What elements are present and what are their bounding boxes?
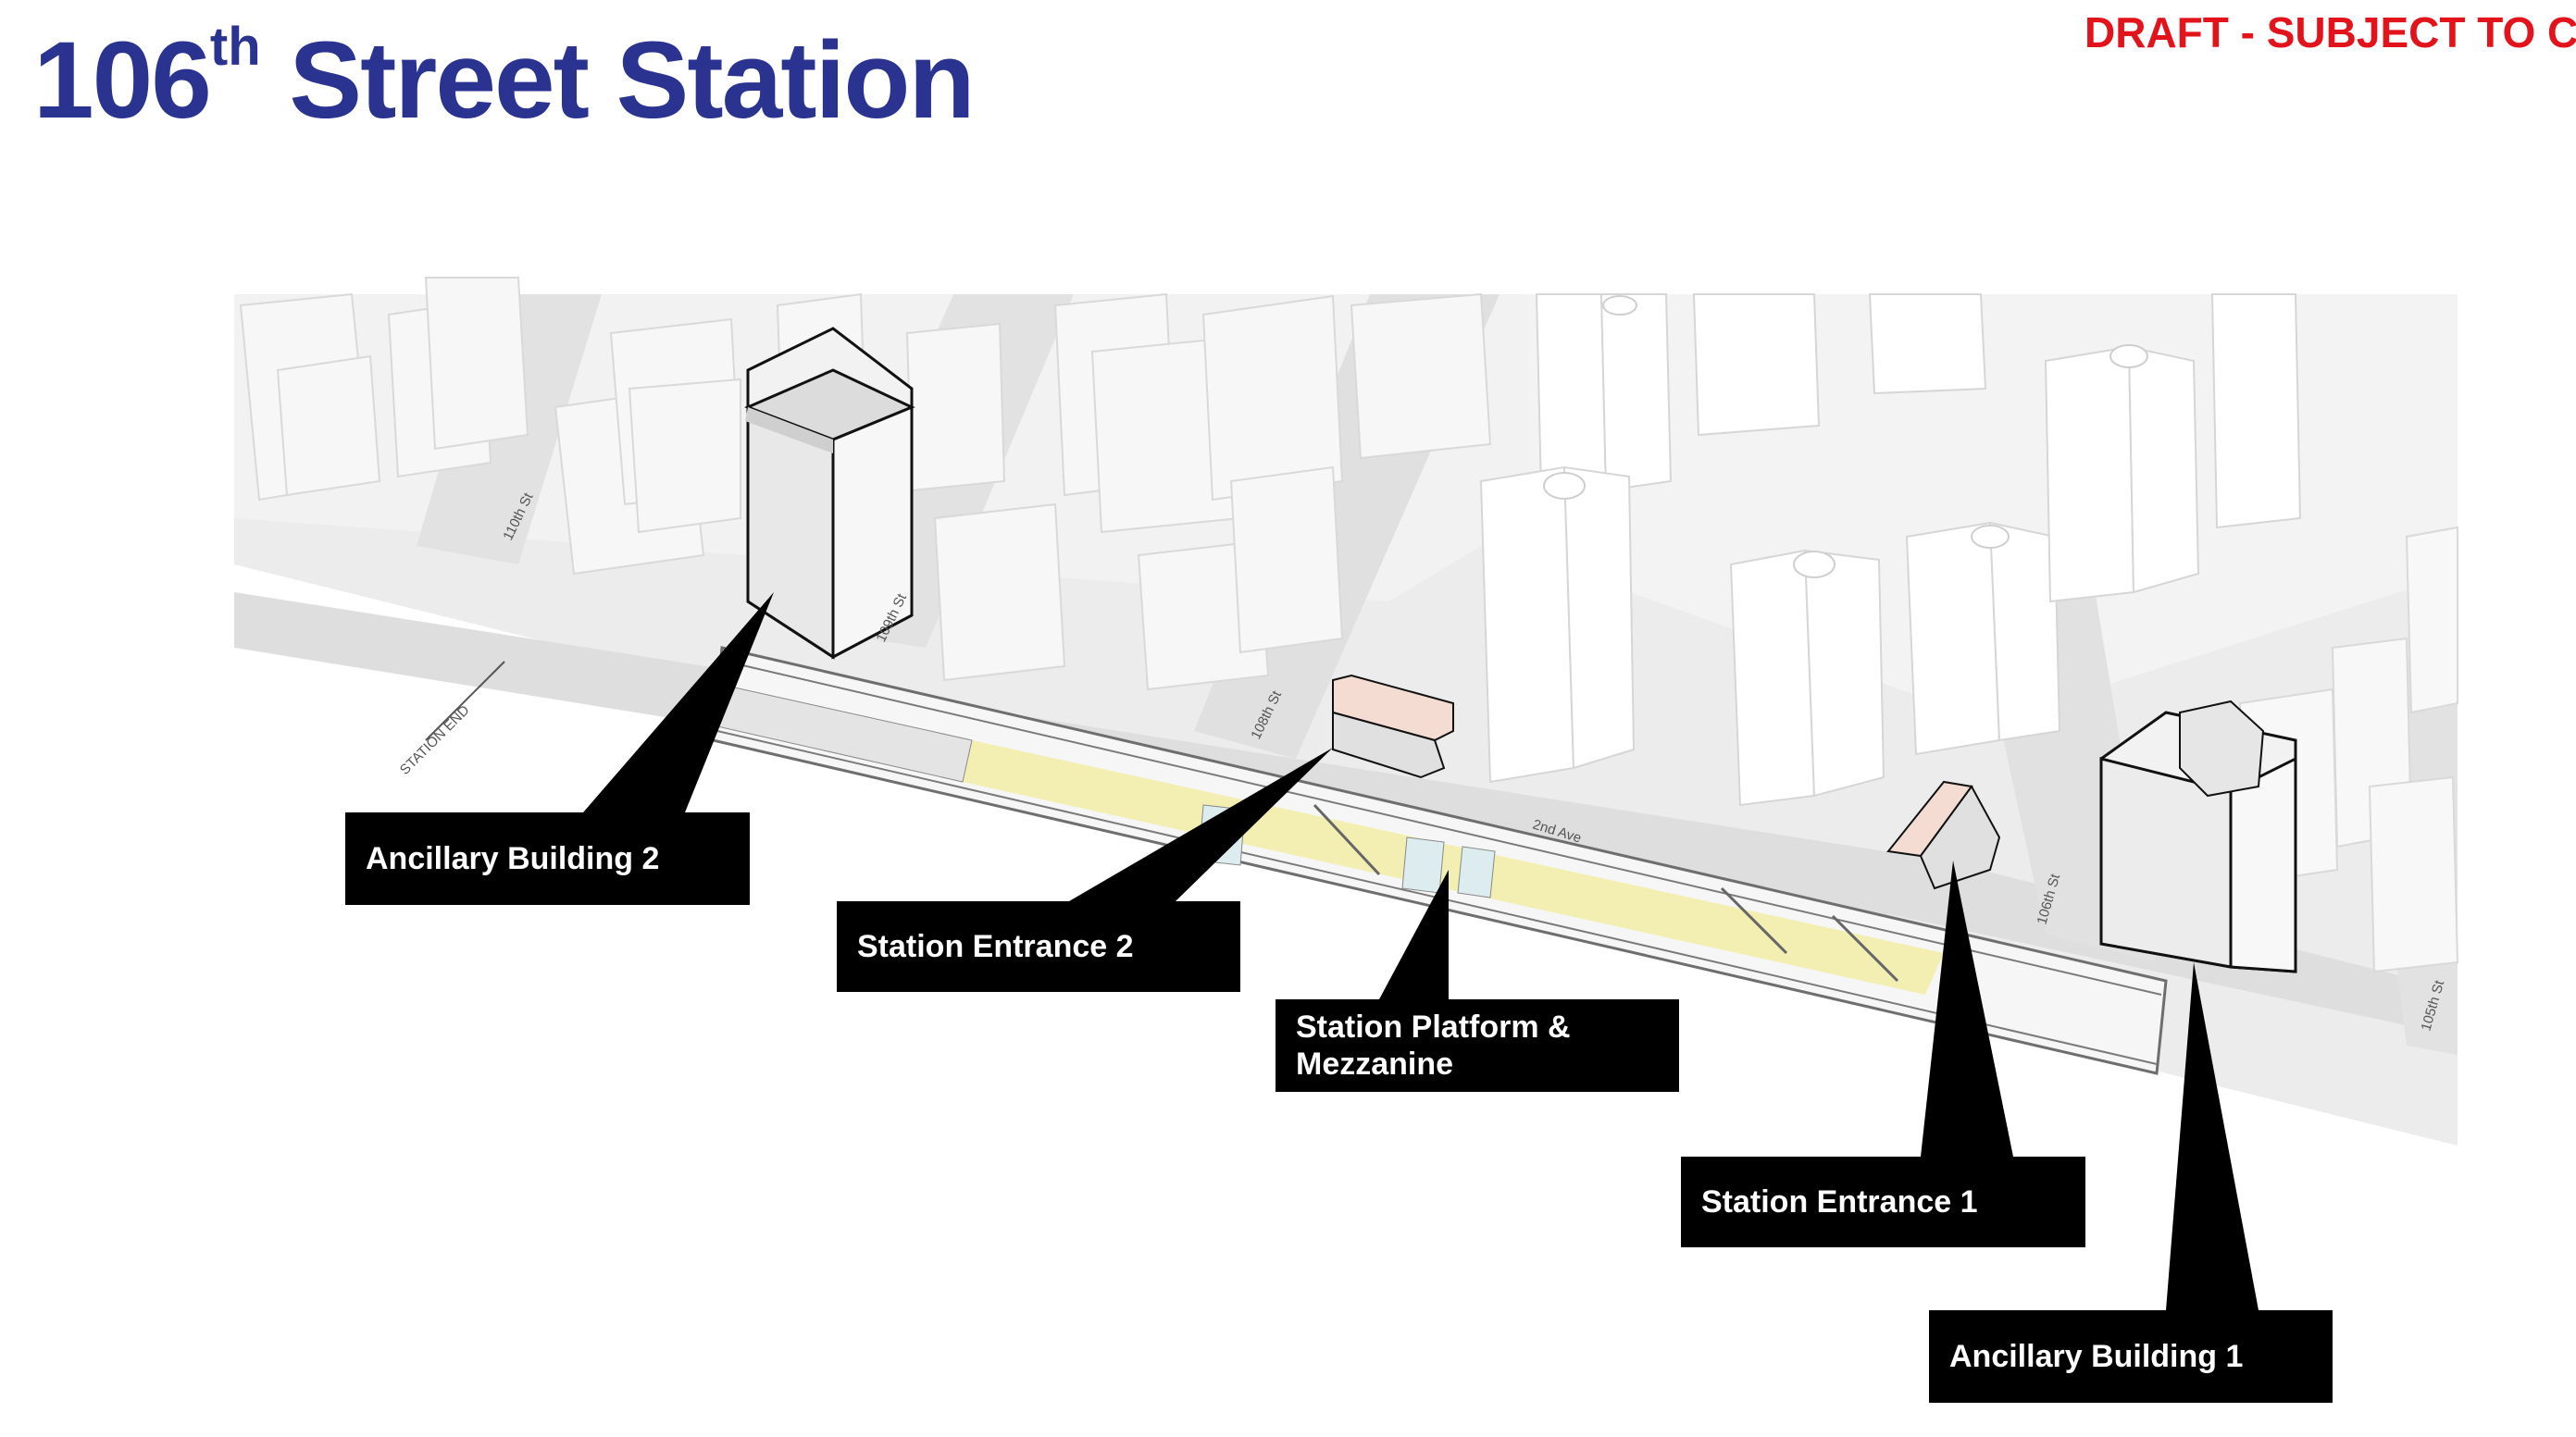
ancillary-building-1 <box>2099 700 2297 973</box>
callout-ancillary-building-1: Ancillary Building 1 <box>1929 1310 2333 1403</box>
ancillary-building-2 <box>744 327 915 660</box>
draft-notice: DRAFT - SUBJECT TO C <box>2084 8 2576 56</box>
pointer-entrance-2 <box>1069 748 1333 901</box>
pointer-entrance-1 <box>1921 861 2013 1157</box>
title-ordinal: th <box>209 17 261 77</box>
callout-station-entrance-1: Station Entrance 1 <box>1681 1157 2085 1247</box>
callout-station-entrance-2: Station Entrance 2 <box>837 901 1240 992</box>
station-box <box>711 646 2168 1075</box>
title-text: Street Station <box>260 19 975 142</box>
station-entrance-1 <box>1886 780 2001 890</box>
station-end-tick <box>425 661 505 741</box>
pointer-platform <box>1379 870 1449 999</box>
station-entrance-2 <box>1332 674 1454 779</box>
water-tanks <box>1543 295 2148 578</box>
station-end-label: STATION END <box>397 702 473 778</box>
page-title: 106th Street Station <box>33 20 976 136</box>
west-buildings <box>239 277 1492 691</box>
tall-towers <box>1479 293 2302 807</box>
station-platform <box>963 740 1944 995</box>
title-number: 106 <box>33 19 212 142</box>
callout-ancillary-building-2: Ancillary Building 2 <box>345 812 750 905</box>
pointer-ancillary-1 <box>2166 962 2259 1310</box>
callout-station-platform-mezzanine: Station Platform & Mezzanine <box>1276 999 1679 1092</box>
pointer-ancillary-2 <box>583 592 774 812</box>
